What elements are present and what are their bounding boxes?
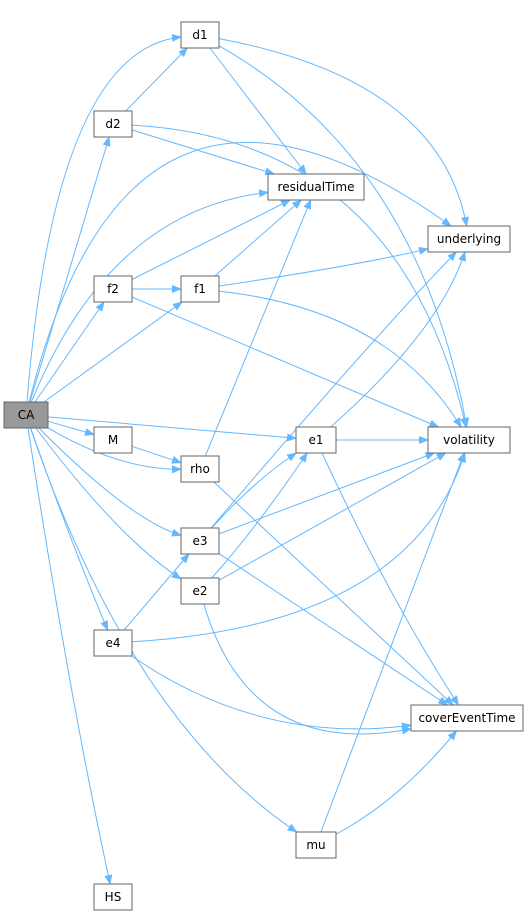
edge-d1-to-volatility — [218, 45, 470, 428]
edge-M-to-rho — [131, 445, 182, 464]
node-box — [93, 110, 133, 138]
node-label: volatility — [443, 433, 495, 447]
edge-e3-to-volatility — [218, 452, 436, 535]
node-box — [427, 426, 511, 454]
edge-CA-to-HS — [27, 427, 113, 885]
node-HS[interactable]: HS — [93, 883, 133, 911]
edge-CA-to-mu — [29, 427, 298, 833]
edge-d1-to-underlying — [218, 38, 469, 227]
node-e1[interactable]: e1 — [295, 426, 337, 454]
edge-CA-to-d2 — [29, 136, 111, 403]
edge-d2-to-d1 — [125, 47, 188, 112]
node-label: e4 — [105, 636, 120, 650]
edge-f2-to-residualTime — [131, 199, 291, 280]
node-label: e2 — [192, 584, 207, 598]
node-box — [93, 629, 133, 657]
edge-e4-to-coverEventTime — [131, 655, 412, 731]
node-residualTime[interactable]: residualTime — [267, 173, 365, 201]
node-e3[interactable]: e3 — [180, 527, 220, 555]
node-box — [180, 577, 220, 605]
node-label: HS — [105, 890, 122, 904]
edge-e2-to-e1 — [211, 452, 308, 579]
node-box — [267, 173, 365, 201]
node-label: f1 — [194, 282, 206, 296]
edge-e3-to-underlying — [210, 251, 457, 529]
node-label: d2 — [105, 117, 120, 131]
edge-d2-to-volatility — [131, 124, 468, 428]
edge-e2-to-volatility — [218, 452, 447, 581]
edge-CA-to-e2 — [35, 427, 182, 580]
node-label: rho — [190, 462, 210, 476]
edge-e2-to-coverEventTime — [203, 603, 412, 735]
node-label: residualTime — [278, 180, 355, 194]
node-volatility[interactable]: volatility — [427, 426, 511, 454]
edge-e1-to-coverEventTime — [321, 452, 460, 706]
node-label: mu — [306, 838, 325, 852]
node-label: d1 — [192, 28, 207, 42]
node-box — [180, 21, 220, 49]
node-rho[interactable]: rho — [180, 455, 220, 483]
edge-CA-to-e1 — [47, 416, 297, 442]
edge-d2-to-residualTime — [131, 129, 276, 176]
edge-f1-to-volatility — [218, 290, 462, 428]
edge-f1-to-underlying — [218, 246, 429, 287]
node-box — [93, 275, 133, 303]
node-label: underlying — [437, 232, 501, 246]
edge-CA-to-d1 — [26, 33, 182, 403]
node-f2[interactable]: f2 — [93, 275, 133, 303]
node-mu[interactable]: mu — [295, 831, 337, 859]
edge-f1-to-residualTime — [214, 199, 302, 277]
node-box — [180, 527, 220, 555]
edge-rho-to-coverEventTime — [213, 481, 454, 706]
node-label: coverEventTime — [418, 711, 515, 725]
node-label: M — [108, 433, 118, 447]
edges-layer — [26, 33, 470, 885]
node-box — [180, 275, 220, 303]
edge-CA-to-f1 — [43, 301, 183, 403]
node-label: f2 — [107, 282, 119, 296]
node-label: e1 — [308, 433, 323, 447]
node-underlying[interactable]: underlying — [427, 225, 511, 253]
edge-rho-to-residualTime — [204, 199, 312, 457]
node-label: e3 — [192, 534, 207, 548]
edge-f2-to-volatility — [131, 296, 440, 428]
edge-e3-to-coverEventTime — [218, 553, 449, 706]
node-d2[interactable]: d2 — [93, 110, 133, 138]
node-CA[interactable]: CA — [3, 401, 49, 429]
node-coverEventTime[interactable]: coverEventTime — [410, 704, 524, 732]
edge-e4-to-volatility — [131, 452, 466, 643]
node-box — [295, 831, 337, 859]
node-box — [427, 225, 511, 253]
edge-CA-to-residualTime — [30, 189, 269, 403]
node-M[interactable]: M — [93, 426, 133, 454]
edge-d1-to-residualTime — [209, 47, 307, 175]
node-e2[interactable]: e2 — [180, 577, 220, 605]
edge-CA-to-rho — [47, 427, 182, 474]
node-box — [3, 401, 49, 429]
edge-mu-to-coverEventTime — [335, 730, 458, 835]
edge-e4-to-e3 — [123, 553, 190, 631]
edge-CA-to-M — [47, 420, 95, 436]
edge-e3-to-e1 — [211, 452, 298, 529]
node-d1[interactable]: d1 — [180, 21, 220, 49]
edge-CA-to-underlying — [28, 141, 452, 403]
node-box — [295, 426, 337, 454]
node-box — [93, 883, 133, 911]
node-box — [410, 704, 524, 732]
edge-CA-to-f2 — [34, 301, 105, 403]
node-f1[interactable]: f1 — [180, 275, 220, 303]
edge-CA-to-e3 — [38, 427, 182, 537]
edge-e1-to-underlying — [330, 251, 466, 428]
node-box — [180, 455, 220, 483]
node-e4[interactable]: e4 — [93, 629, 133, 657]
edge-mu-to-volatility — [320, 452, 465, 833]
node-box — [93, 426, 133, 454]
node-label: CA — [18, 408, 35, 422]
